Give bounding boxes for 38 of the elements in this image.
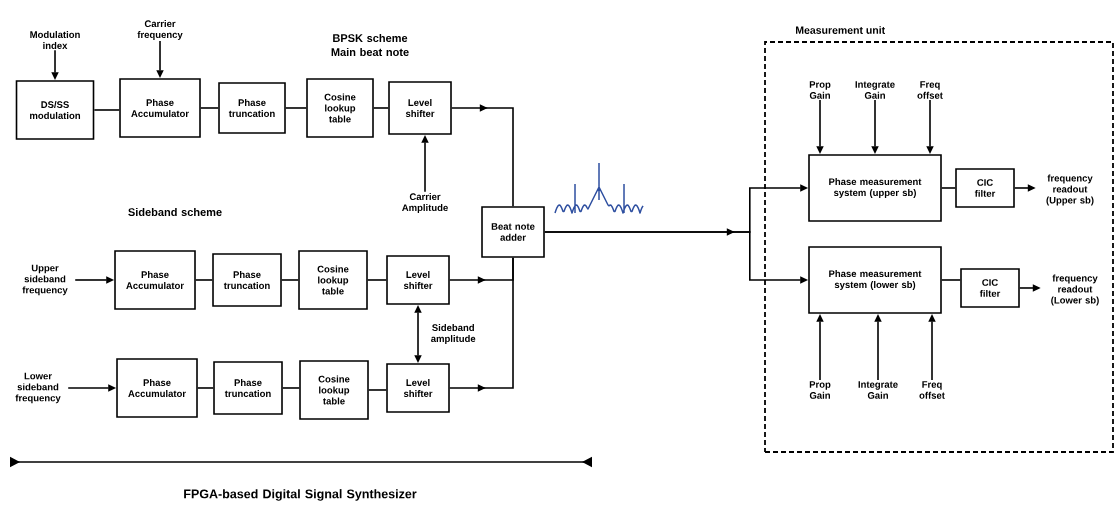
signal-label: Prop Gain xyxy=(809,381,831,399)
process-box: Level shifter xyxy=(388,81,452,135)
process-box: Beat note adder xyxy=(481,206,545,258)
process-box: Cosine lookup table xyxy=(306,78,374,138)
group-heading: Measurement unit xyxy=(796,26,885,34)
arrow xyxy=(449,257,514,392)
signal-label: Integrate Gain xyxy=(855,81,895,99)
process-box: Phase Accumulator xyxy=(114,250,196,310)
signal-label: Integrate Gain xyxy=(858,381,898,399)
signal-label: Carrier Amplitude xyxy=(402,193,448,213)
signal-label: Modulation index xyxy=(30,31,80,49)
signal-label: frequency readout (Lower sb) xyxy=(1051,274,1099,306)
process-box: Level shifter xyxy=(386,363,450,413)
process-box: Phase Accumulator xyxy=(116,358,198,418)
heading: FPGA-based Digital Signal Synthesizer xyxy=(184,489,417,501)
signal-label: Lower sideband frequency xyxy=(15,372,61,404)
signal-label: Freq offset xyxy=(917,81,943,99)
heading: BPSK scheme Main beat note xyxy=(331,33,409,57)
process-box: Phase measurement system (upper sb) xyxy=(808,154,942,222)
signal-label: Freq offset xyxy=(919,381,945,399)
arrow xyxy=(451,104,514,207)
process-box: CIC filter xyxy=(955,168,1015,208)
process-box: Phase truncation xyxy=(218,82,286,134)
process-box: Phase Accumulator xyxy=(119,78,201,138)
signal-label: Prop Gain xyxy=(809,81,831,99)
signal-label: Upper sideband frequency xyxy=(22,264,68,296)
heading: Sideband scheme xyxy=(128,207,222,217)
process-box: CIC filter xyxy=(960,268,1020,308)
process-box: Phase truncation xyxy=(213,361,283,415)
process-box: Level shifter xyxy=(386,255,450,305)
signal-label: Carrier frequency xyxy=(137,20,183,40)
signal-label: frequency readout (Upper sb) xyxy=(1046,174,1094,206)
process-box: Cosine lookup table xyxy=(298,250,368,310)
edge-label: Sideband amplitude xyxy=(422,323,485,345)
process-box: Cosine lookup table xyxy=(299,360,369,420)
process-box: DS/SS modulation xyxy=(15,80,95,140)
process-box: Phase measurement system (lower sb) xyxy=(808,246,942,314)
process-box: Phase truncation xyxy=(212,253,282,307)
